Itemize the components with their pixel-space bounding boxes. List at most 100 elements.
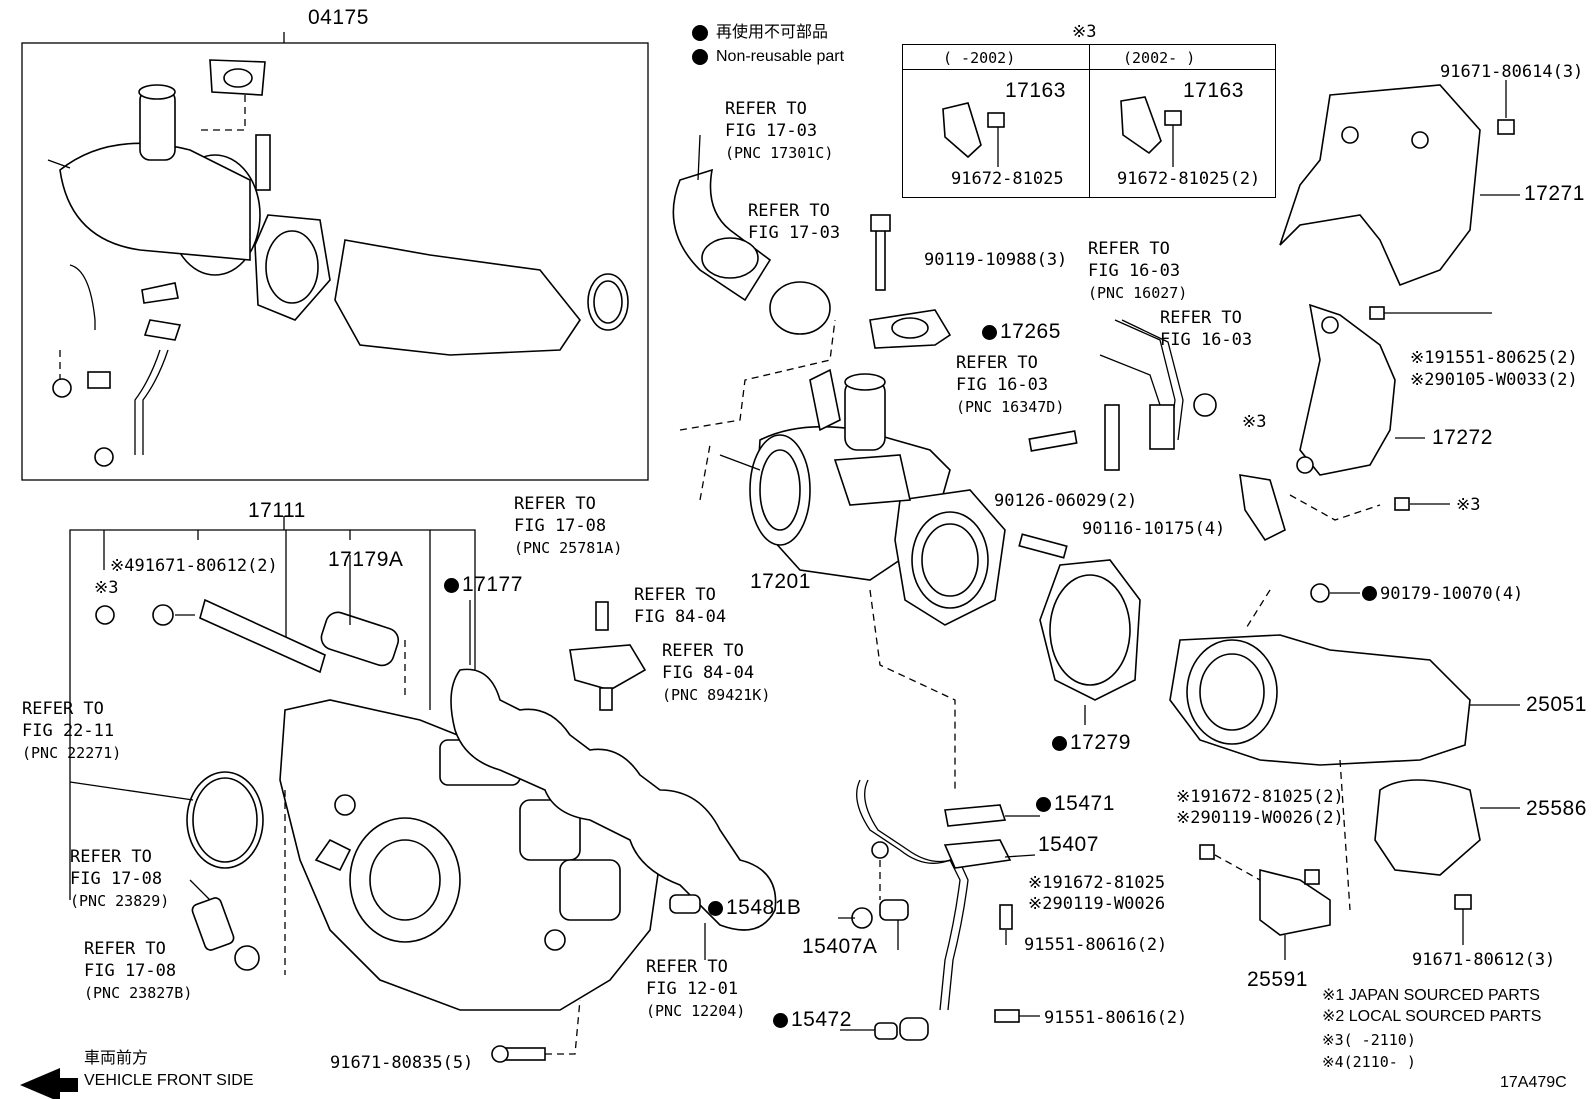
refer-line: REFER TO xyxy=(22,699,104,719)
label-17271: 17271 xyxy=(1524,182,1585,205)
refer-line: REFER TO xyxy=(662,641,744,661)
refer-fig-17-08-b[interactable]: REFER TO FIG 17-08 (PNC 23829) xyxy=(70,846,169,912)
label-25051: 25051 xyxy=(1526,693,1587,716)
gasket-15472-drawing xyxy=(874,1022,898,1040)
refer-line: REFER TO xyxy=(70,847,152,867)
gasket-17179A-drawing xyxy=(320,611,400,667)
table-box3: ( -2002) (2002- ) 17163 17163 91672-8102… xyxy=(902,44,1276,198)
refer-line: REFER TO xyxy=(1160,308,1242,328)
label-15472: 15472 xyxy=(773,1009,852,1030)
insulator-17272-drawing xyxy=(1299,303,1396,476)
box3-col2-bolt: 91672-81025(2) xyxy=(1117,169,1261,189)
label-91671-80612-2: ※491671-80612(2) xyxy=(110,556,278,576)
refer-line: (PNC 17301C) xyxy=(725,144,834,162)
label-91671-80835: 91671-80835(5) xyxy=(330,1053,474,1073)
refer-line: FIG 22-11 xyxy=(22,721,115,741)
refer-line: (PNC 23827B) xyxy=(84,984,193,1002)
turbo-17201-drawing xyxy=(719,368,1006,626)
front-arrow-icon xyxy=(20,1068,78,1099)
refer-line: (PNC 12204) xyxy=(646,1002,746,1020)
refer-line: REFER TO xyxy=(646,957,728,977)
label-15471: 15471 xyxy=(1036,793,1115,814)
refer-line: REFER TO xyxy=(956,353,1038,373)
assembly-04175-box xyxy=(21,42,649,481)
refer-line: REFER TO xyxy=(748,201,830,221)
refer-line: FIG 84-04 xyxy=(662,663,755,683)
box3-col2-head: (2002- ) xyxy=(1123,49,1196,67)
label-90119-W0026-2: ※290119-W0026(2) xyxy=(1176,808,1344,828)
label-15407: 15407 xyxy=(1038,833,1099,856)
insulator-25586-drawing xyxy=(1374,779,1481,876)
label-17111: 17111 xyxy=(248,499,306,522)
label-17179A: 17179A xyxy=(328,548,404,571)
label-91551-80616-b: 91551-80616(2) xyxy=(1044,1008,1188,1028)
label-91551-80625: ※191551-80625(2) xyxy=(1410,348,1578,368)
label-90126-06029: 90126-06029(2) xyxy=(994,491,1138,511)
label-17265: 17265 xyxy=(982,321,1061,342)
insulator-17271-drawing xyxy=(1279,84,1481,287)
refer-fig-84-04-a[interactable]: REFER TO FIG 84-04 xyxy=(634,584,726,628)
label-25586: 25586 xyxy=(1526,797,1587,820)
note-2: ※2 LOCAL SOURCED PARTS xyxy=(1322,1008,1542,1025)
label-90119-10988: 90119-10988(3) xyxy=(924,250,1068,270)
refer-fig-17-08-a[interactable]: REFER TO FIG 17-08 (PNC 25781A) xyxy=(514,493,622,559)
label-90119-W0026: ※290119-W0026 xyxy=(1028,894,1166,914)
label-17279: 17279 xyxy=(1052,732,1131,753)
label-91671-80612-3: 91671-80612(3) xyxy=(1412,950,1556,970)
label-ref3-a: ※3 xyxy=(94,578,119,598)
note-3: ※3( -2110) xyxy=(1322,1031,1416,1049)
label-91672-81025-2: ※191672-81025(2) xyxy=(1176,787,1344,807)
refer-fig-84-04-b[interactable]: REFER TO FIG 84-04 (PNC 89421K) xyxy=(662,640,770,706)
label-15407A: 15407A xyxy=(802,935,878,958)
refer-line: FIG 16-03 xyxy=(1088,261,1181,281)
box3-col2-part: 17163 xyxy=(1183,79,1244,102)
refer-fig-16-03-a[interactable]: REFER TO FIG 16-03 (PNC 16027) xyxy=(1088,238,1187,304)
label-90116-10175: 90116-10175(4) xyxy=(1082,519,1226,539)
refer-line: REFER TO xyxy=(1088,239,1170,259)
refer-fig-17-03-a[interactable]: REFER TO FIG 17-03 (PNC 17301C) xyxy=(725,98,833,164)
label-91671-80614: 91671-80614(3) xyxy=(1440,62,1584,82)
box3-col1-head: ( -2002) xyxy=(943,49,1016,67)
refer-line: REFER TO xyxy=(84,939,166,959)
label-90105-W0033: ※290105-W0033(2) xyxy=(1410,370,1578,390)
refer-fig-16-03-c[interactable]: REFER TO FIG 16-03 (PNC 16347D) xyxy=(956,352,1064,418)
label-15481B: 15481B xyxy=(708,897,801,918)
gasket-15471-drawing xyxy=(944,804,1007,827)
bracket-25591-drawing xyxy=(1259,868,1331,936)
refer-fig-17-03-b[interactable]: REFER TO FIG 17-03 xyxy=(748,200,840,244)
refer-line: FIG 16-03 xyxy=(956,375,1049,395)
vehicle-front-jp: 車両前方 xyxy=(84,1050,149,1067)
label-ref3-c: ※3 xyxy=(1456,495,1481,515)
refer-line: (PNC 16347D) xyxy=(956,398,1065,416)
refer-line: FIG 17-08 xyxy=(514,516,607,536)
refer-line: FIG 16-03 xyxy=(1160,330,1253,350)
note-4: ※4(2110- ) xyxy=(1322,1053,1416,1071)
refer-fig-17-08-c[interactable]: REFER TO FIG 17-08 (PNC 23827B) xyxy=(84,938,192,1004)
refer-line: FIG 17-03 xyxy=(748,223,841,243)
refer-fig-12-01[interactable]: REFER TO FIG 12-01 (PNC 12204) xyxy=(646,956,745,1022)
refer-line: FIG 12-01 xyxy=(646,979,739,999)
gasket-16347D-drawing xyxy=(1104,404,1120,471)
refer-line: REFER TO xyxy=(634,585,716,605)
label-91672-81025: ※191672-81025 xyxy=(1028,873,1166,893)
box3-col1-bolt: 91672-81025 xyxy=(951,169,1064,189)
label-17177: 17177 xyxy=(444,574,523,595)
refer-line: FIG 84-04 xyxy=(634,607,727,627)
clamp-drawing xyxy=(769,281,831,335)
refer-line: (PNC 16027) xyxy=(1088,284,1188,302)
refer-fig-22-11[interactable]: REFER TO FIG 22-11 (PNC 22271) xyxy=(22,698,121,764)
refer-line: (PNC 22271) xyxy=(22,744,122,762)
figure-code: 17A479C xyxy=(1500,1074,1567,1091)
refer-line: REFER TO xyxy=(725,99,807,119)
refer-line: FIG 17-08 xyxy=(70,869,163,889)
refer-line: (PNC 25781A) xyxy=(514,539,623,557)
refer-line: (PNC 89421K) xyxy=(662,686,771,704)
legend-nonreusable-en: Non-reusable part xyxy=(716,48,845,65)
refer-line: FIG 17-03 xyxy=(725,121,818,141)
label-ref3-b: ※3 xyxy=(1242,412,1267,432)
refer-fig-16-03-b[interactable]: REFER TO FIG 16-03 xyxy=(1160,307,1252,351)
box3-title: ※3 xyxy=(1072,22,1097,42)
note-1: ※1 JAPAN SOURCED PARTS xyxy=(1322,987,1540,1004)
refer-line: FIG 17-08 xyxy=(84,961,177,981)
